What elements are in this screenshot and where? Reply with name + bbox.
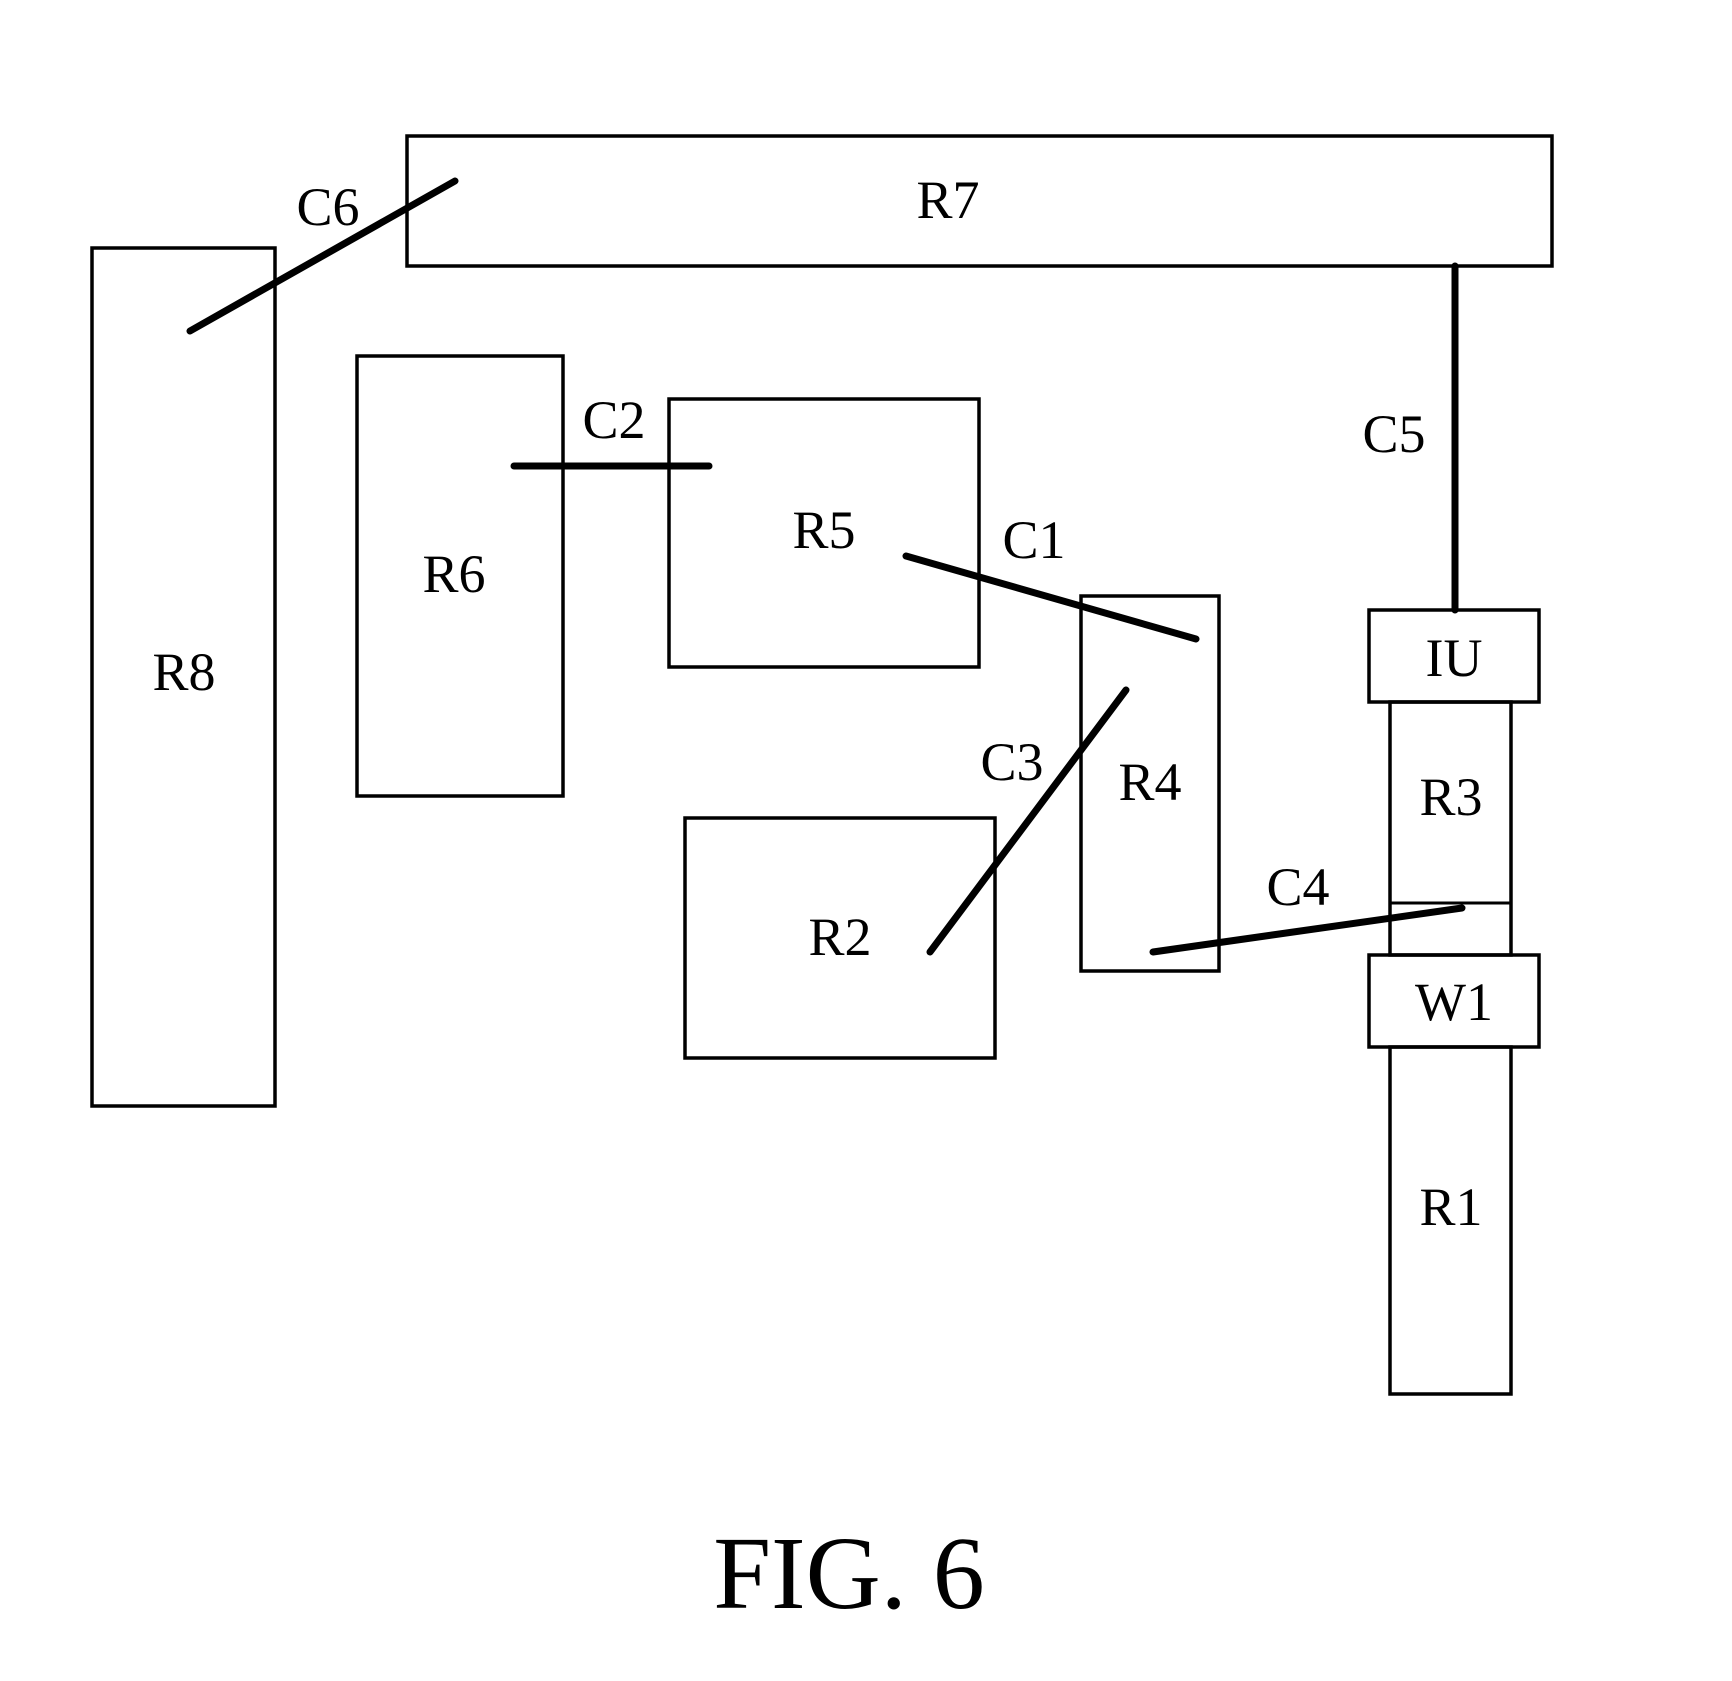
connection-c6: C6 (190, 177, 455, 331)
block-w1-label: W1 (1415, 972, 1493, 1032)
block-r8: R8 (92, 248, 275, 1106)
connection-c6-label: C6 (296, 177, 359, 237)
block-r4: R4 (1081, 596, 1219, 971)
block-r6: R6 (357, 356, 563, 796)
block-r8-label: R8 (152, 642, 215, 702)
connection-c3-line (930, 690, 1126, 952)
block-r7-label: R7 (916, 170, 979, 230)
block-r3-label: R3 (1419, 767, 1482, 827)
block-iu-label: IU (1426, 628, 1483, 688)
block-r1: R1 (1390, 1047, 1511, 1394)
block-r5-label: R5 (792, 500, 855, 560)
connection-c3: C3 (930, 690, 1126, 952)
connection-c4-label: C4 (1266, 857, 1329, 917)
connection-c3-label: C3 (980, 732, 1043, 792)
block-r2: R2 (685, 818, 995, 1058)
block-r4-label: R4 (1118, 752, 1181, 812)
figure-caption: FIG. 6 (713, 1516, 985, 1631)
connection-c2-label: C2 (582, 390, 645, 450)
connection-c5: C5 (1362, 266, 1455, 610)
block-r5: R5 (669, 399, 979, 667)
connection-c1-label: C1 (1002, 510, 1065, 570)
connection-c2: C2 (514, 390, 709, 466)
block-r2-label: R2 (808, 907, 871, 967)
block-r7: R7 (407, 136, 1552, 266)
connection-c5-label: C5 (1362, 404, 1425, 464)
block-r6-label: R6 (422, 544, 485, 604)
block-w1: W1 (1369, 955, 1539, 1047)
connection-c1: C1 (906, 510, 1196, 639)
block-iu: IU (1369, 610, 1539, 702)
block-r1-label: R1 (1419, 1177, 1482, 1237)
